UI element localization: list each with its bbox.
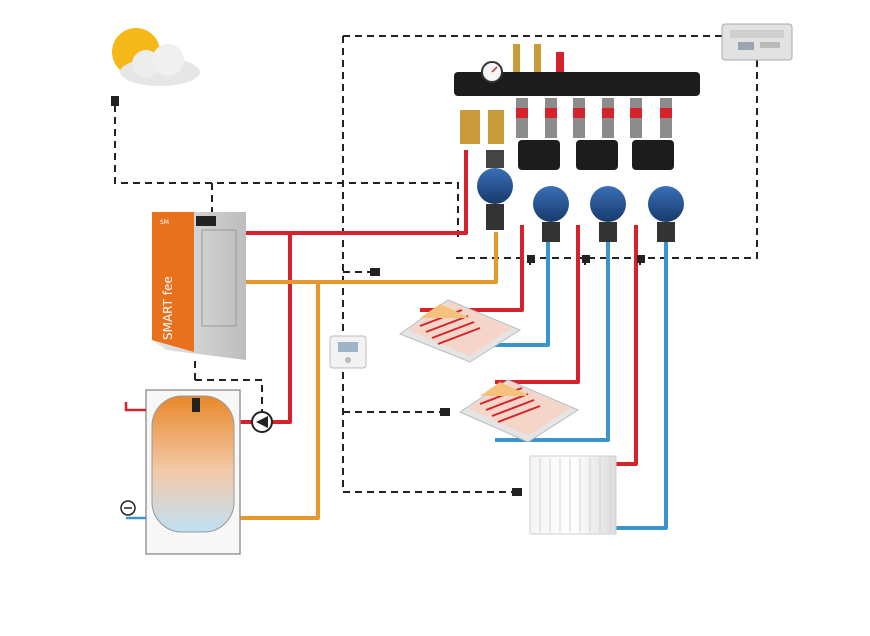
boiler-badge: SM (160, 219, 169, 226)
tank-supply-pipe (272, 233, 292, 424)
radiator-supply-pipe (616, 225, 638, 466)
controller-output-wire (452, 60, 758, 259)
expansion-valve-icon (556, 52, 564, 72)
air-vent-icon (513, 44, 520, 72)
radiator-icon (529, 455, 617, 535)
mixing-valve-icon (460, 110, 480, 144)
underfloor-heating-icon (398, 299, 522, 363)
boiler-return-pipe (244, 232, 498, 284)
circulation-pump-icon (251, 411, 273, 433)
weather-symbol (111, 28, 200, 106)
radiator-return-pipe (616, 240, 668, 530)
ufh2-supply-pipe (495, 225, 580, 384)
tank-drain-icon (120, 500, 146, 520)
control-wiring (114, 35, 758, 493)
tank-sensor-wire-b (195, 379, 263, 412)
boiler-supply-pipe (244, 150, 468, 235)
radiator-sensor-icon (512, 488, 522, 496)
circulation-pump-icon (590, 186, 626, 242)
return-sensor-icon (370, 268, 380, 276)
outdoor-sensor-icon (111, 96, 119, 106)
cloud-icon (120, 44, 200, 86)
controller-unit-icon (721, 23, 793, 61)
circulation-pumps (477, 150, 684, 242)
underfloor-heating-icon (458, 379, 580, 443)
ufh2-return-pipe (495, 240, 610, 442)
hot-water-tank-icon (145, 389, 241, 555)
boiler-brand-label: SMART fee (161, 276, 175, 340)
room-thermostat-icon (329, 335, 367, 369)
pellet-boiler-icon: SMART fee SM (152, 212, 246, 360)
circulation-pump-icon (533, 186, 569, 242)
ufh-sensor-icon (440, 408, 450, 416)
outdoor-sensor-wire (114, 105, 459, 240)
circulation-pump-icon (648, 186, 684, 242)
manifold-valves (516, 98, 672, 138)
cold-water-inlet-icon (124, 402, 146, 412)
ufh1-supply-pipe (420, 225, 524, 312)
tank-return-pipe (212, 282, 320, 520)
circulation-pump-icon (477, 150, 513, 230)
distribution-manifold (454, 44, 700, 170)
main-control-bus (342, 36, 512, 493)
